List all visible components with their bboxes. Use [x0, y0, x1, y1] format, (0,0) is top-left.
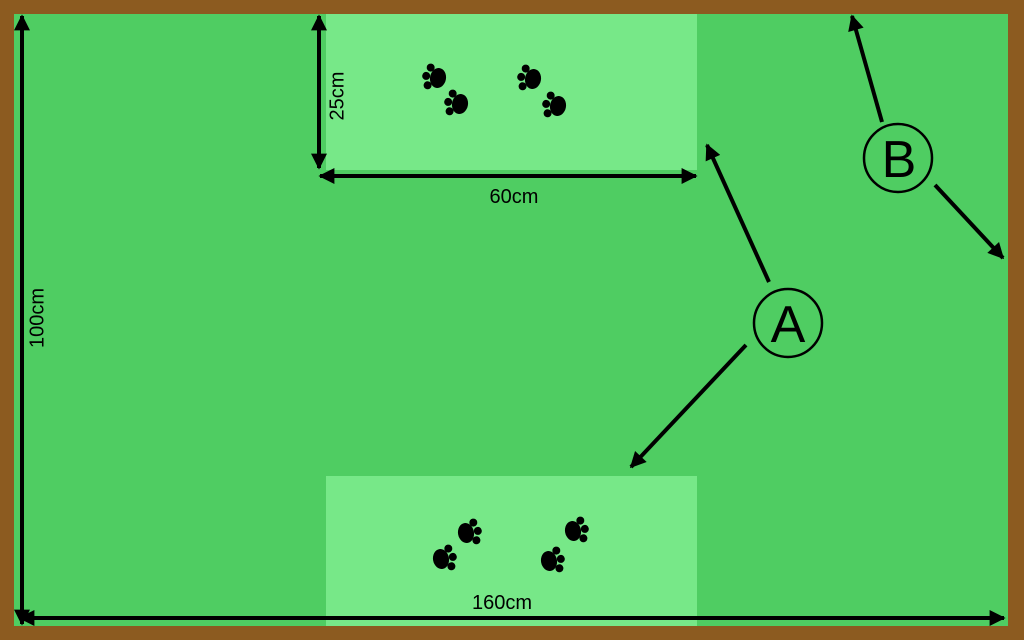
zone-width-label: 60cm — [490, 186, 539, 208]
width-label: 160cm — [472, 592, 532, 614]
zone-bottom — [326, 476, 697, 626]
zone-height-label: 25cm — [326, 72, 348, 121]
arrow-b-down — [933, 183, 1005, 260]
arrow-a-down — [629, 343, 748, 469]
height-label: 100cm — [26, 288, 48, 348]
marker-b: B — [862, 122, 934, 194]
zone-top — [326, 14, 697, 170]
marker-a-label: A — [771, 296, 806, 354]
arrow-b-up — [848, 14, 884, 123]
marker-a: A — [752, 287, 824, 359]
marker-b-label: B — [882, 131, 917, 189]
arrow-a-up — [705, 143, 771, 283]
